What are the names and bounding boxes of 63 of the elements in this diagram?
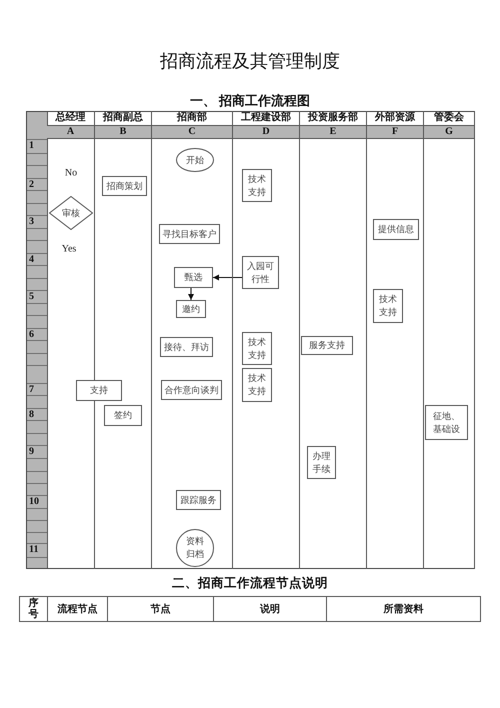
lane-title: 招商副总: [103, 111, 143, 125]
process-box: 技术支持: [242, 368, 272, 402]
process-box: 邀约: [176, 300, 206, 318]
arrow: [212, 274, 242, 280]
column-letter-cell: G: [424, 125, 474, 139]
lane-title: 工程建设部: [241, 111, 291, 125]
row-number: 6: [29, 328, 34, 340]
column-letter-cell: C: [152, 125, 232, 139]
row-number: 5: [29, 291, 34, 302]
column-letter-cell: B: [95, 125, 151, 139]
swimlane: [424, 111, 475, 569]
table-header-cell: 流程节点: [47, 596, 108, 622]
process-box: 技术支持: [373, 289, 403, 323]
branch-label: No: [64, 168, 78, 178]
process-box: 支持: [76, 380, 122, 401]
lane-title: 总经理: [56, 111, 86, 125]
table-header-cell: 说明: [213, 596, 327, 622]
process-box: 签约: [104, 405, 142, 426]
process-box: 入园可行性: [242, 256, 279, 289]
decision-diamond: 审核: [49, 196, 93, 230]
table-header-cell: 所需资料: [326, 596, 481, 622]
column-letter-cell: E: [300, 125, 366, 139]
section-heading: 二、招商工作流程节点说明: [172, 576, 328, 590]
process-box: 合作意向谈判: [161, 380, 222, 400]
arrow: [188, 288, 194, 300]
start-oval: 开始: [176, 148, 214, 172]
process-box: 办理手续: [307, 446, 336, 479]
process-box: 服务支持: [301, 336, 353, 355]
lane-title: 招商部: [177, 111, 207, 125]
lane-title: 投资服务部: [308, 111, 358, 125]
lane-title: 外部资源: [375, 111, 415, 125]
row-number: 2: [29, 178, 34, 190]
branch-label: Yes: [62, 244, 76, 254]
process-box: 寻找目标客户: [159, 224, 220, 244]
column-letter-cell: D: [233, 125, 299, 139]
process-box: 提供信息: [373, 219, 419, 240]
process-box: 甄选: [174, 267, 213, 288]
table-header-cell: 序号: [19, 596, 48, 622]
process-box: 接待、拜访: [160, 337, 213, 357]
page-title: 招商流程及其管理制度: [160, 51, 340, 71]
row-number: 4: [29, 254, 34, 264]
swimlane: [367, 111, 424, 569]
end-circle: 资料归档: [176, 529, 214, 567]
swimlane: [300, 111, 367, 569]
table-header-cell: 节点: [107, 596, 214, 622]
column-letter-cell: F: [367, 125, 423, 139]
row-number: 11: [29, 544, 38, 555]
lane-title: 管委会: [434, 111, 464, 125]
column-letter-cell: A: [47, 125, 94, 139]
process-box: 技术支持: [242, 332, 272, 365]
swimlane: [152, 111, 233, 569]
row-number: 1: [29, 140, 34, 151]
process-box: 征地、基础设: [425, 405, 468, 440]
section-heading: 一、 招商工作流程图: [190, 93, 310, 108]
process-box: 跟踪服务: [176, 490, 221, 510]
swimlane: [233, 111, 300, 569]
process-box: 招商策划: [102, 176, 147, 196]
row-number: 7: [29, 384, 34, 395]
row-number: 8: [29, 409, 34, 420]
row-number: 3: [29, 216, 34, 227]
process-box: 技术支持: [242, 169, 272, 202]
row-number: 10: [29, 496, 39, 507]
row-number: 9: [29, 446, 34, 457]
